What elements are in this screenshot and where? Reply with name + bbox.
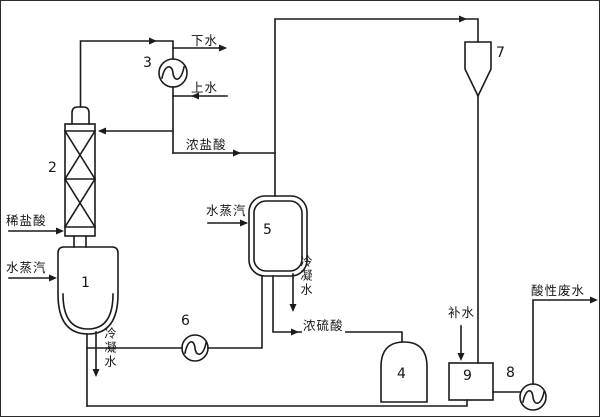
water-seal-tank bbox=[448, 362, 494, 401]
equipment-number-5: 5 bbox=[263, 222, 272, 238]
equipment-number-7: 7 bbox=[496, 45, 505, 61]
label-supply-water: 上水 bbox=[191, 80, 219, 95]
label-condensate-left: 冷凝水 bbox=[103, 327, 117, 369]
evaporator-vessel bbox=[248, 195, 308, 277]
label-steam-left: 水蒸汽 bbox=[6, 260, 47, 275]
equipment-number-8: 8 bbox=[506, 365, 515, 381]
label-conc-h2so4: 浓硫酸 bbox=[302, 318, 345, 333]
equipment-number-9: 9 bbox=[463, 368, 472, 384]
process-pipes bbox=[8, 18, 592, 407]
equipment-number-4: 4 bbox=[397, 366, 406, 382]
label-condensate-mid: 冷凝水 bbox=[299, 255, 313, 297]
reaction-kettle bbox=[57, 246, 119, 335]
equipment-number-2: 2 bbox=[48, 160, 57, 176]
storage-tank bbox=[380, 341, 428, 403]
equipment-number-3: 3 bbox=[143, 55, 152, 71]
pump-8-symbol bbox=[519, 383, 547, 411]
label-makeup-water: 补水 bbox=[448, 305, 476, 320]
label-conc-hcl: 浓盐酸 bbox=[186, 137, 227, 152]
pump-6-symbol bbox=[181, 334, 209, 362]
label-acid-wastewater: 酸性废水 bbox=[531, 283, 586, 298]
label-dilute-hcl: 稀盐酸 bbox=[6, 213, 47, 228]
equipment-number-1: 1 bbox=[81, 275, 90, 291]
condenser bbox=[158, 58, 188, 88]
flow-arrows bbox=[49, 15, 598, 377]
label-drain-water: 下水 bbox=[191, 33, 219, 48]
label-steam-mid: 水蒸汽 bbox=[206, 203, 247, 218]
equipment-number-6: 6 bbox=[181, 313, 190, 329]
separator-cyclone bbox=[464, 41, 492, 98]
packed-column bbox=[63, 106, 97, 248]
